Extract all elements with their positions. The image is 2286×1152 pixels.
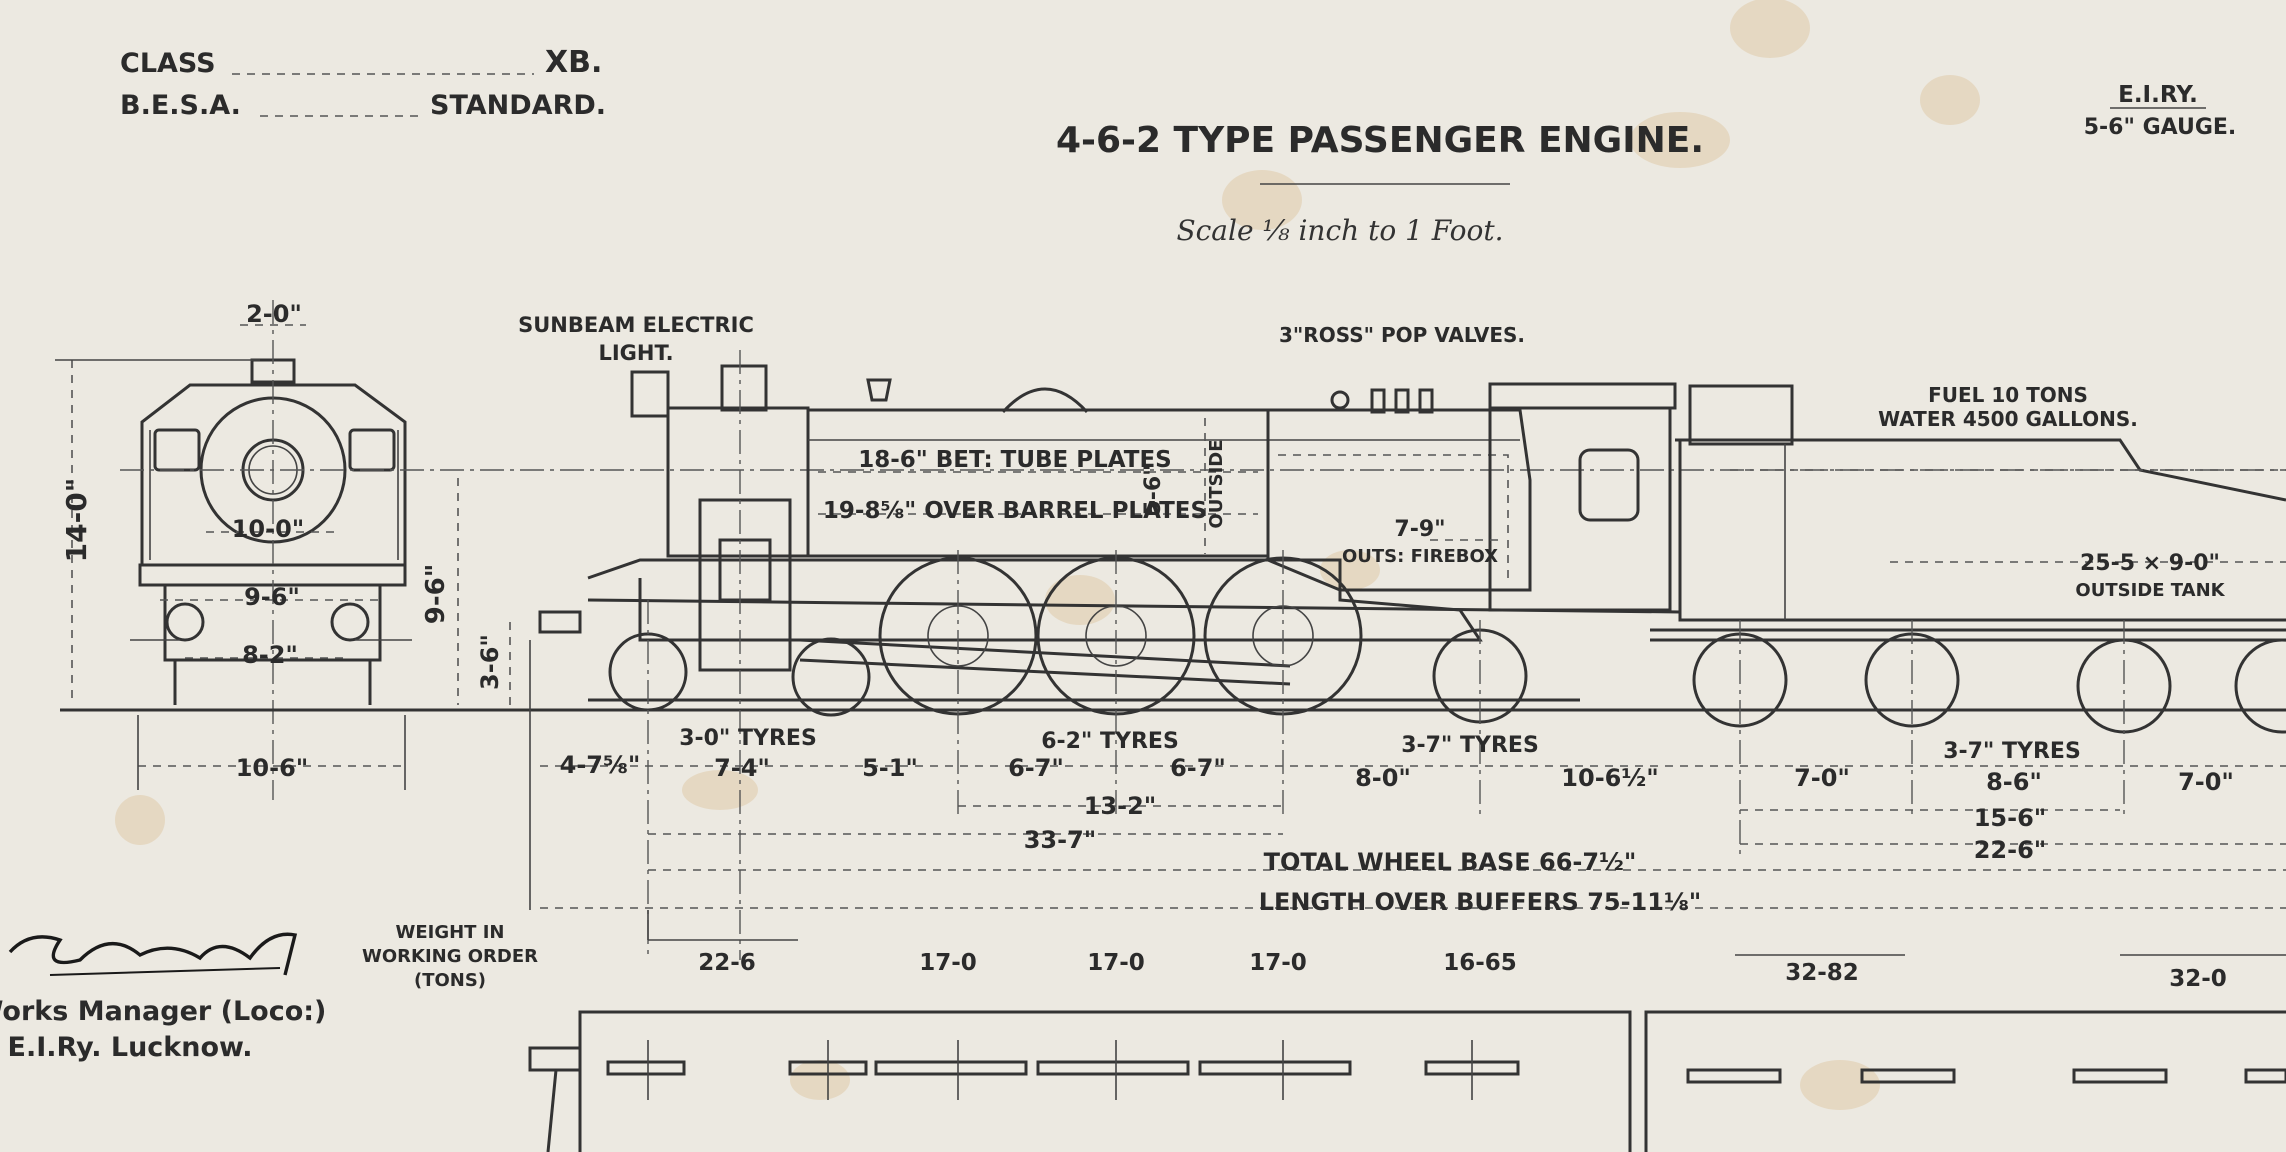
engine-to-tender-dim: 10-6½" xyxy=(1561,764,1658,792)
scale-note: Scale ⅛ inch to 1 Foot. xyxy=(1176,214,1503,247)
besa-label: B.E.S.A. xyxy=(120,90,241,121)
tender-22-dim: 22-6" xyxy=(1974,836,2047,864)
signature-location: E.I.Ry. Lucknow. xyxy=(8,1032,253,1063)
front-overhang-dim: 4-7⅝" xyxy=(560,751,641,779)
weight-label-2: WORKING ORDER xyxy=(362,946,538,967)
bogie-to-driver-dim: 7-4" xyxy=(714,754,770,782)
front-elevation: 2-0" 14-0" 10-0" 9-6" 8-2" 10-6" 9-6" 3-… xyxy=(55,300,2286,800)
driver-1-dim: 6-7" xyxy=(1008,754,1064,782)
tender-1-dim: 7-0" xyxy=(1794,764,1850,792)
firebox-label: OUTS: FIREBOX xyxy=(1342,546,1498,567)
trailing-dim: 8-0" xyxy=(1355,764,1411,792)
weight-label-3: (TONS) xyxy=(414,970,486,991)
trailing-tyres: 3-7" TYRES xyxy=(1401,733,1539,758)
driver-total-dim: 13-2" xyxy=(1084,792,1157,820)
weight-axle-3: 17-0 xyxy=(1249,950,1307,976)
tube-plates-label: 18-6" BET: TUBE PLATES xyxy=(858,447,1172,473)
front-height-total: 14-0" xyxy=(60,478,93,563)
tank-dim: 25-5 × 9-0" xyxy=(2080,551,2220,576)
buffer-height-dim: 3-6" xyxy=(476,634,504,690)
driver-2-dim: 6-7" xyxy=(1170,754,1226,782)
sunbeam-label-2: LIGHT. xyxy=(598,341,673,365)
weight-bogie: 22-6 xyxy=(698,950,756,976)
barrel-plates-label: 19-8⅝" OVER BARREL PLATES xyxy=(823,498,1207,524)
plan-view xyxy=(528,1010,2286,1152)
engine-wb-dim: 33-7" xyxy=(1024,826,1097,854)
tank-label: OUTSIDE TANK xyxy=(2075,580,2225,601)
front-chimney-dim: 2-0" xyxy=(246,300,302,328)
signature-mark xyxy=(8,932,298,976)
weight-tender-rear: 32-0 xyxy=(2169,966,2227,992)
gauge-note: 5-6" GAUGE. xyxy=(2084,115,2237,140)
pop-valves-label: 3"ROSS" POP VALVES. xyxy=(1279,323,1525,347)
tender-tyres: 3-7" TYRES xyxy=(1943,739,2081,764)
water-label: WATER 4500 GALLONS. xyxy=(1878,407,2138,431)
side-elevation xyxy=(538,350,2286,960)
railway-name: E.I.RY. xyxy=(2118,82,2198,108)
front-gauge-dim: 8-2" xyxy=(242,641,298,669)
bogie-wb-dim: 5-1" xyxy=(862,754,918,782)
outside-word: OUTSIDE xyxy=(1206,439,1227,528)
firebox-dim: 7-9" xyxy=(1394,517,1445,542)
besa-value: STANDARD. xyxy=(430,90,606,121)
wheelbase-dims xyxy=(529,640,2286,956)
signature-title: Works Manager (Loco:) xyxy=(0,996,326,1027)
class-label: CLASS xyxy=(120,48,216,79)
drawing-title: 4-6-2 TYPE PASSENGER ENGINE. xyxy=(1056,120,1704,161)
fuel-label: FUEL 10 TONS xyxy=(1928,383,2088,407)
weight-trailing: 16-65 xyxy=(1443,950,1517,976)
front-boiler-height: 9-6" xyxy=(421,564,451,625)
front-smokebox-dim: 10-0" xyxy=(232,515,305,543)
total-wheel-base: TOTAL WHEEL BASE 66-7½" xyxy=(1264,848,1637,876)
tender-2-dim: 8-6" xyxy=(1986,768,2042,796)
front-width-dim: 10-6" xyxy=(236,754,309,782)
length-over-buffers: LENGTH OVER BUFFERS 75-11⅛" xyxy=(1259,888,1702,916)
weight-label-1: WEIGHT IN xyxy=(396,922,505,943)
sunbeam-label-1: SUNBEAM ELECTRIC xyxy=(518,313,754,337)
weight-axle-1: 17-0 xyxy=(919,950,977,976)
bogie-tyres: 3-0" TYRES xyxy=(679,726,817,751)
driving-tyres: 6-2" TYRES xyxy=(1041,729,1179,754)
weight-axle-2: 17-0 xyxy=(1087,950,1145,976)
front-platform-dim: 9-6" xyxy=(244,583,300,611)
weight-tender: 32-82 xyxy=(1785,960,1859,986)
paper-stains xyxy=(115,0,1980,1110)
tender-15-dim: 15-6" xyxy=(1974,804,2047,832)
class-value: XB. xyxy=(545,45,602,80)
tender-3-dim: 7-0" xyxy=(2178,768,2234,796)
outside-dim: 5-6" xyxy=(1141,464,1166,515)
